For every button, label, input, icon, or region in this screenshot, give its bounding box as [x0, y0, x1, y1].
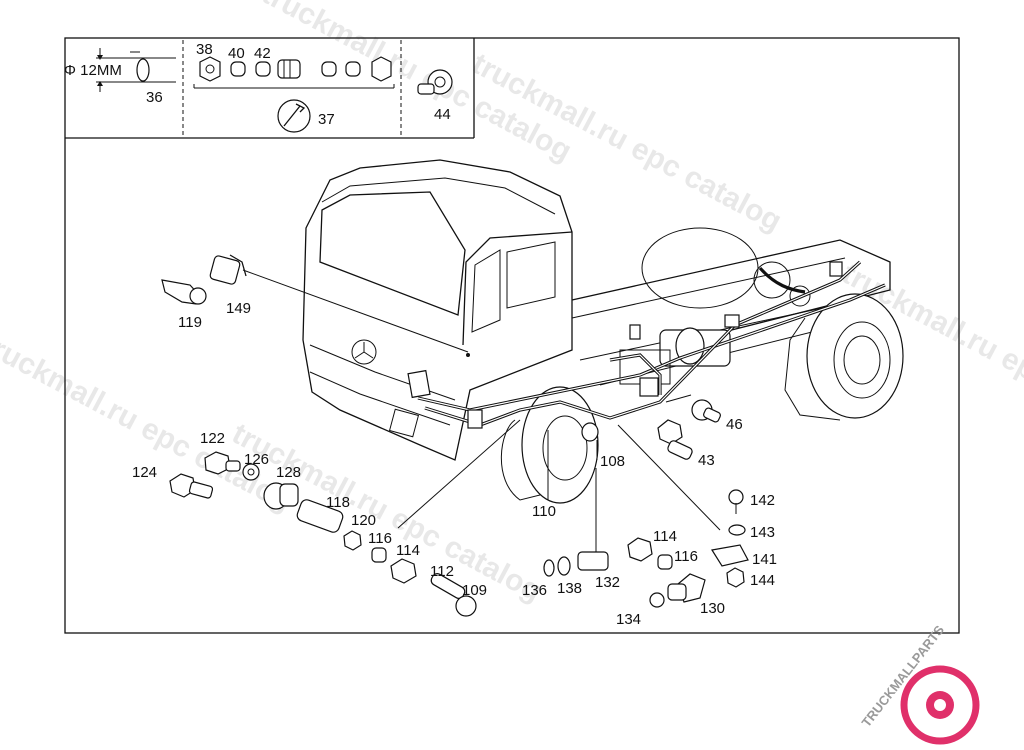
part-number-46: 46 [726, 416, 743, 433]
wrench-icon: 37 [277, 99, 335, 133]
part-number-126: 126 [244, 451, 269, 468]
truck-chassis [500, 227, 904, 504]
part-number-149: 149 [226, 300, 251, 317]
part-number-110: 110 [532, 503, 556, 520]
part-number-130: 130 [700, 600, 725, 617]
part-number-144: 144 [750, 572, 775, 589]
part-number-38: 38 [196, 41, 213, 58]
part-number-136: 136 [522, 582, 547, 599]
part-number-128: 128 [276, 464, 301, 481]
part-number-142: 142 [750, 492, 775, 509]
diameter-label: Φ 12MM [64, 62, 122, 79]
tube-36-detail: Φ 12MM 36 [64, 48, 176, 106]
part-number-118: 118 [326, 494, 350, 511]
part-number-42: 42 [254, 45, 271, 62]
truck-cab [302, 159, 573, 461]
part-number-114-left: 114 [396, 542, 420, 559]
part-number-120: 120 [351, 512, 376, 529]
truckmall-logo: TRUCKMALLPARTS [859, 622, 980, 745]
parts-group-136-132: 136 138 132 [522, 551, 620, 599]
parts-group-122-128: 122 124 126 128 [132, 430, 301, 510]
diagram-frame [64, 37, 960, 634]
part-number-112: 112 [430, 563, 454, 580]
part-number-116-right: 116 [674, 548, 698, 565]
parts-group-119-149: 119 149 [161, 254, 251, 331]
part-number-124: 124 [132, 464, 157, 481]
leader-lines [242, 269, 721, 560]
brake-pipe-run [407, 260, 886, 442]
fitting-set-38-42: 38 40 42 [193, 41, 395, 89]
part-number-43: 43 [698, 452, 715, 469]
part-number-138: 138 [557, 580, 582, 597]
gear-icon [900, 665, 980, 745]
part-number-122: 122 [200, 430, 225, 447]
part-number-36: 36 [146, 89, 163, 106]
part-number-114-right: 114 [653, 528, 677, 545]
part-number-119: 119 [178, 314, 202, 331]
banjo-fitting-44: 44 [417, 69, 453, 123]
part-number-44: 44 [434, 106, 451, 123]
part-number-143: 143 [750, 524, 775, 541]
part-number-37: 37 [318, 111, 335, 128]
part-number-40: 40 [228, 45, 245, 62]
part-number-108: 108 [600, 453, 625, 470]
part-number-141: 141 [752, 551, 777, 568]
parts-group-142-144: 142 143 141 144 [711, 489, 777, 589]
part-number-116-left: 116 [368, 530, 392, 547]
parts-group-118-109: 118 120 116 114 112 109 [296, 494, 487, 617]
parts-group-43-46: 43 46 108 110 [532, 399, 743, 520]
part-number-134: 134 [616, 611, 641, 628]
part-number-132: 132 [595, 574, 620, 591]
parts-group-114-134: 114 116 130 134 [616, 528, 725, 628]
part-number-109: 109 [462, 582, 487, 599]
